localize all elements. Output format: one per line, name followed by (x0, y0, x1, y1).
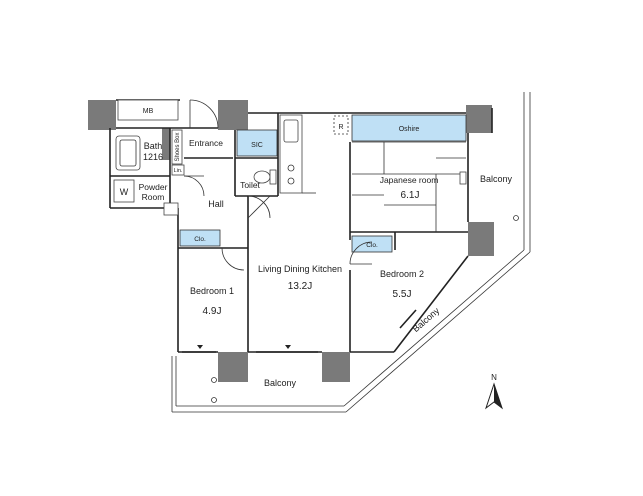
bathtub (115, 135, 141, 171)
wall-bottom-right-column (322, 352, 350, 382)
closet-1-label: Clo. (194, 236, 206, 243)
interior-partitions (110, 113, 468, 352)
wall-left-segment (162, 128, 170, 160)
oshire-storage (351, 114, 467, 142)
bathtub-inner (119, 139, 137, 167)
washer-label: W (120, 187, 129, 197)
ldk-size: 13.2J (288, 281, 312, 292)
bedroom2-window (399, 309, 417, 329)
toilet-bowl (253, 170, 271, 184)
compass: N (485, 373, 503, 410)
mb-box (117, 99, 179, 121)
entrance-door-swing (189, 99, 219, 129)
closet-2 (351, 235, 393, 253)
powder-room-label-1: Powder (139, 182, 168, 192)
bedroom1-label: Bedroom 1 (190, 286, 234, 296)
tatami-lines (352, 141, 466, 232)
wall-top-mid-column (218, 100, 248, 130)
wall-bottom-mid-column (218, 352, 248, 382)
ldk-label: Living Dining Kitchen (258, 264, 342, 274)
kitchen-sink (283, 119, 299, 143)
oshire-label: Oshire (399, 126, 420, 133)
toilet-tank (269, 169, 277, 185)
hall-label: Hall (208, 199, 224, 209)
japanese-room-size: 6.1J (401, 190, 420, 201)
japanese-room-label: Japanese room (380, 175, 439, 185)
wall-top-right-column (466, 105, 492, 133)
sic-storage (236, 129, 278, 157)
shoes-box-label: Shoes Box (175, 132, 181, 161)
bedroom1-door-swing (221, 247, 245, 271)
compass-north-label: N (491, 373, 497, 382)
linen-label: Lin. (174, 168, 183, 174)
closet-1 (179, 229, 221, 247)
linen-box (171, 164, 185, 176)
bedroom1-size: 4.9J (203, 306, 222, 317)
refrigerator-label: R (338, 124, 343, 131)
shoes-box (171, 129, 183, 165)
bedroom2-size: 5.5J (393, 289, 412, 300)
closet-2-label: Clo. (366, 242, 378, 249)
washer-box (113, 179, 135, 203)
bedroom2-door-swing (349, 241, 373, 265)
bedroom2-label: Bedroom 2 (380, 269, 424, 279)
mb-label: MB (143, 108, 154, 115)
wall-right-column (468, 222, 494, 256)
powder-room-label-2: Room (142, 192, 165, 202)
hall-door-swing (183, 175, 205, 197)
wall-top-left-column (88, 100, 116, 130)
balcony-right-label: Balcony (480, 174, 513, 184)
structural-walls (88, 100, 494, 382)
balcony-bottom-label: Balcony (264, 378, 297, 388)
bath-label: Bath (144, 141, 163, 151)
japanese-room-window (459, 171, 467, 185)
bath-size-label: 1216 (143, 152, 163, 162)
entrance-label: Entrance (189, 138, 223, 148)
toilet-label: Toilet (240, 180, 260, 190)
sic-label: SIC (251, 142, 263, 149)
vanity-sink (163, 202, 179, 216)
